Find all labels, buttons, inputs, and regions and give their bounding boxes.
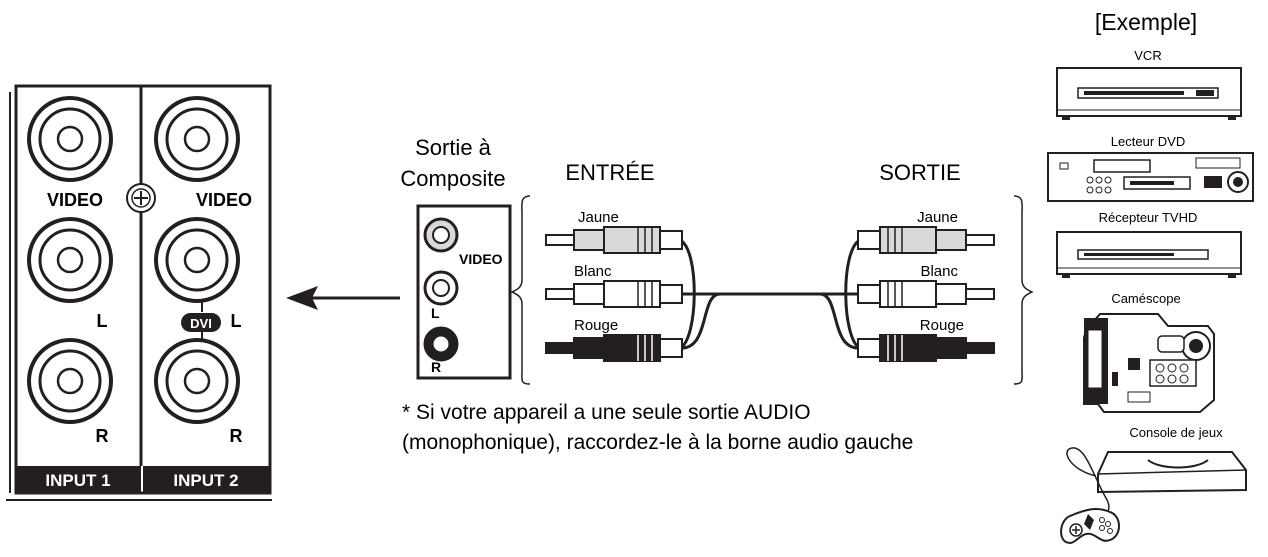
input1-label: INPUT 1 — [45, 471, 110, 490]
input2-audio-left-jack[interactable] — [154, 217, 240, 303]
rca-cable: ENTRÉE SORTIE — [510, 160, 1034, 385]
example-devices: [Exemple] VCR Lecteur DVD — [1047, 9, 1254, 544]
dvd-player-icon — [1047, 152, 1254, 202]
composite-left-jack[interactable] — [423, 270, 459, 306]
device-label-console: Console de jeux — [1129, 425, 1223, 440]
composite-video-label: VIDEO — [459, 251, 503, 267]
device-label-hdtv: Récepteur TVHD — [1099, 210, 1198, 225]
composite-title-line1: Sortie à — [415, 135, 492, 160]
dvi-label: DVI — [190, 316, 212, 331]
input2-video-label: VIDEO — [196, 190, 252, 210]
input2-video-jack[interactable] — [154, 96, 240, 182]
output-heading: SORTIE — [879, 160, 961, 185]
input-heading: ENTRÉE — [565, 160, 654, 185]
input2-audio-right-jack[interactable] — [154, 338, 240, 424]
input2-bar — [143, 466, 270, 493]
plug-right-yellow — [857, 226, 995, 254]
input1-bar — [16, 466, 141, 493]
plug-left-yellow — [545, 226, 683, 254]
composite-output-box: Sortie à Composite VIDEO L R — [400, 135, 512, 380]
vcr-icon — [1056, 67, 1242, 120]
mono-note-line2: (monophonique), raccordez-le à la borne … — [402, 431, 913, 454]
device-label-vcr: VCR — [1134, 48, 1161, 63]
composite-right-label: R — [431, 359, 441, 375]
plug-left-red — [545, 334, 683, 362]
screw-icon — [126, 183, 156, 213]
input1-audio-right-jack[interactable] — [27, 338, 113, 424]
tv-input-panel: VIDEO VIDEO L L R R DVI INPUT 1 INPUT 2 — [6, 84, 272, 501]
wire-red-left — [679, 292, 721, 350]
cable-right-label-red: Rouge — [920, 317, 964, 334]
input1-left-label: L — [97, 311, 108, 331]
plug-right-red — [857, 334, 995, 362]
output-bracket — [1013, 195, 1034, 385]
game-console-icon — [1060, 447, 1247, 544]
device-label-camcorder: Caméscope — [1111, 291, 1180, 306]
plug-right-white — [857, 280, 995, 308]
composite-left-label: L — [431, 305, 440, 321]
composite-right-jack[interactable] — [423, 326, 459, 362]
composite-video-jack[interactable] — [423, 217, 459, 253]
examples-heading: [Exemple] — [1095, 9, 1197, 35]
camcorder-icon — [1083, 313, 1215, 413]
hdtv-receiver-icon — [1056, 231, 1242, 278]
input1-video-jack[interactable] — [27, 96, 113, 182]
wire-red-right — [819, 292, 861, 350]
composite-title-line2: Composite — [400, 166, 505, 191]
device-label-dvd: Lecteur DVD — [1111, 134, 1185, 149]
cable-left-label-white: Blanc — [574, 263, 612, 280]
plug-left-white — [545, 280, 683, 308]
dvi-badge — [181, 313, 221, 332]
input1-audio-left-jack[interactable] — [27, 217, 113, 303]
input1-right-label: R — [96, 426, 109, 446]
input2-left-label: L — [231, 311, 242, 331]
cable-right-label-white: Blanc — [920, 263, 958, 280]
input2-label: INPUT 2 — [173, 471, 238, 490]
cable-left-label-yellow: Jaune — [578, 209, 619, 226]
arrow-left-icon — [286, 286, 400, 310]
input2-right-label: R — [230, 426, 243, 446]
cable-left-label-red: Rouge — [574, 317, 618, 334]
mono-note-line1: * Si votre appareil a une seule sortie A… — [402, 401, 811, 424]
input1-video-label: VIDEO — [47, 190, 103, 210]
cable-right-label-yellow: Jaune — [917, 209, 958, 226]
input-bracket — [510, 195, 531, 385]
